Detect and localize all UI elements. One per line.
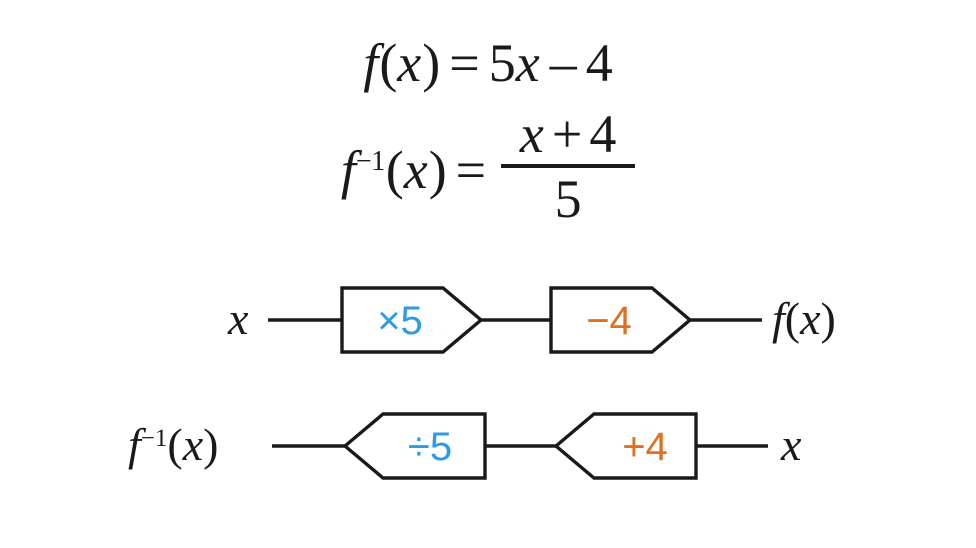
minus-sign: – [549,33,577,93]
equation-inverse-function: f−1(x) = x+4 5 [0,107,976,227]
numerator-constant-4: 4 [589,104,617,165]
inverse-equals-sign: = [455,140,487,200]
paren-open: ( [379,33,398,93]
numerator-variable-x: x [519,104,544,165]
machine-inverse-step2-label: +4 [622,425,668,469]
machine-inverse-output-label: x [780,419,802,470]
machine-forward-step2-label: −4 [586,299,632,343]
fraction-bar [501,164,636,169]
coefficient-5: 5 [488,33,516,93]
inverse-paren-open: ( [385,140,404,200]
equals-sign: = [449,33,480,93]
function-argument-x: x [397,33,422,93]
function-name-f: f [363,33,379,93]
machine-forward-step2-box [549,286,693,354]
inverse-function-argument-x: x [403,140,428,200]
inverse-function-name-f: f [340,140,356,200]
constant-4: 4 [585,33,613,93]
machine-inverse-input-label: f−1(x) [128,419,218,470]
fraction-numerator: x+4 [512,107,624,164]
function-machine-forward: x ×5 −4 f(x) [0,262,976,372]
numerator-plus-sign: + [551,104,583,165]
machine-forward-output-label: f(x) [772,293,836,344]
machine-forward-input-label: x [227,293,249,344]
paren-close: ) [422,33,441,93]
function-machine-inverse: f−1(x) ÷5 +4 x [0,388,976,503]
machine-forward-step1-label: ×5 [377,299,423,343]
fraction-denominator: 5 [554,169,582,230]
machine-forward-step1-box [340,286,484,354]
machine-inverse-step1-label: ÷5 [408,425,452,469]
inverse-paren-close: ) [428,140,447,200]
fraction: x+4 5 [501,107,636,230]
inverse-superscript: −1 [355,145,385,177]
variable-x: x [515,33,540,93]
